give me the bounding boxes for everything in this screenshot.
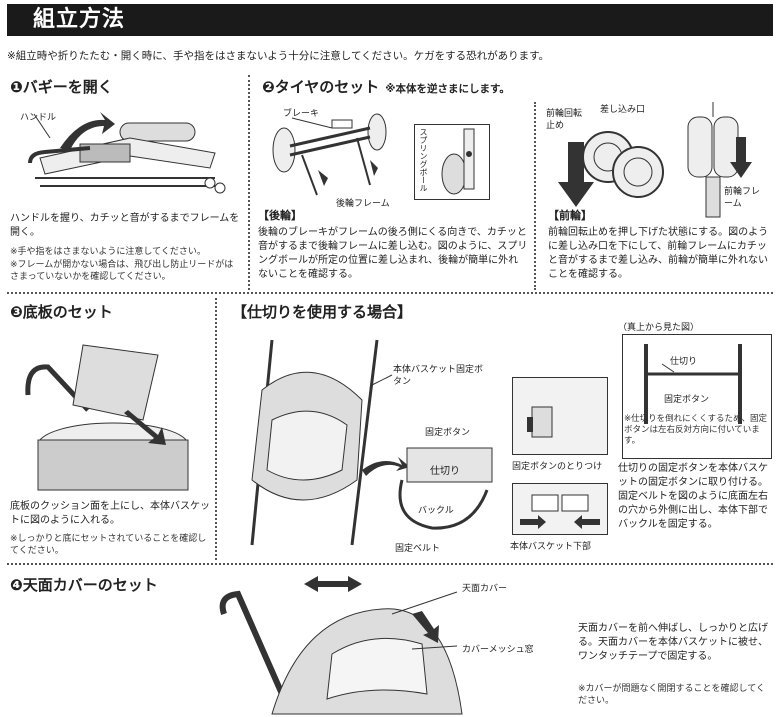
rear-wheel-title: 【後輪】 bbox=[258, 209, 302, 222]
section-1-note-1: ※手や指をはさまないように注意してください。 bbox=[10, 247, 206, 257]
rear-frame-label: 後輪フレーム bbox=[336, 199, 390, 209]
title-bar: 組立方法 bbox=[7, 4, 773, 36]
divider-section-heading: 【仕切りを使用する場合】 bbox=[232, 303, 413, 321]
front-lock-label: 前輪回転止め bbox=[546, 109, 583, 131]
top-view-note: ※仕切りを倒れにくくするため、固定ボタンは左右反対方向に付いています。 bbox=[624, 414, 767, 446]
section-4-text: 天面カバーを前へ伸ばし、しっかりと広げる。天面カバーを本体バスケットに被せ、ワン… bbox=[578, 623, 768, 662]
section-3-note: ※しっかりと底にセットされていることを確認してください。 bbox=[10, 534, 207, 556]
basket-divider-illustration bbox=[250, 339, 493, 546]
divider-horizontal bbox=[7, 292, 773, 294]
rear-wheel-illustration bbox=[272, 113, 387, 196]
section-1-heading: ❶バギーを開く bbox=[10, 78, 113, 96]
front-wheel-text: 前輪回転止めを押し下げた状態にする。図のように差し込み口を下にして、前輪フレーム… bbox=[548, 227, 769, 280]
safety-warning: ※組立時や折りたたむ・開く時に、手や指をはさまないよう十分に注意してください。ケ… bbox=[7, 50, 550, 62]
insert-port-label: 差し込み口 bbox=[600, 105, 646, 115]
button-attach-label: 固定ボタンのとりつけ bbox=[512, 462, 603, 472]
top-view-label: （真上から見た図） bbox=[618, 323, 700, 333]
canopy-illustration bbox=[219, 576, 463, 715]
section-1-text: ハンドルを握り、カチッと音がするまでフレームを開く。 bbox=[10, 213, 240, 238]
section-2-heading-note: ※本体を逆さまにします。 bbox=[385, 83, 510, 95]
basket-bottom-label: 本体バスケット下部 bbox=[510, 542, 592, 552]
top-view-button-label: 固定ボタン bbox=[664, 395, 710, 405]
divider-vertical bbox=[534, 102, 536, 290]
mesh-window-label: カバーメッシュ窓 bbox=[462, 645, 534, 655]
handle-label: ハンドル bbox=[20, 113, 57, 123]
buckle-label: バックル bbox=[418, 506, 454, 516]
belt-label: 固定ベルト bbox=[395, 544, 441, 554]
rear-wheel-text: 後輪のブレーキがフレームの後ろ側にくる向きで、カチッと音がするまで後輪フレームに… bbox=[258, 227, 528, 280]
section-1-note-2: ※フレームが開かない場合は、飛び出し防止リードがはさまっていないかを確認してくだ… bbox=[10, 260, 234, 282]
divider-label: 仕切り bbox=[430, 466, 460, 477]
divider-vertical bbox=[248, 75, 250, 290]
button-attach-detail bbox=[512, 377, 608, 455]
top-view-divider-label: 仕切り bbox=[670, 357, 698, 367]
section-2-heading: ❷タイヤのセット ※本体を逆さまにします。 bbox=[262, 76, 510, 97]
section-4-heading: ❹天面カバーのセット bbox=[10, 576, 158, 594]
buckle-detail bbox=[512, 483, 608, 535]
divider-vertical bbox=[215, 298, 217, 560]
spring-ball-label: スプリングボール bbox=[419, 128, 428, 192]
front-wheel-illustration bbox=[558, 102, 752, 218]
page-title: 組立方法 bbox=[33, 7, 126, 32]
stroller-open-illustration bbox=[28, 112, 226, 194]
front-frame-label: 前輪フレーム bbox=[724, 187, 761, 209]
top-view-diagram bbox=[622, 334, 772, 459]
fix-button-label: 固定ボタン bbox=[425, 428, 471, 438]
divider-text: 仕切りの固定ボタンを本体バスケットの固定ボタンに取り付ける。固定ベルトを図のよう… bbox=[618, 463, 768, 530]
section-4-note: ※カバーが問題なく開閉することを確認してください。 bbox=[578, 684, 766, 706]
divider-horizontal bbox=[7, 563, 773, 565]
section-3-text: 底板のクッション面を上にし、本体バスケットに図のように入れる。 bbox=[10, 501, 210, 526]
floor-board-illustration bbox=[25, 344, 189, 491]
spring-ball-detail bbox=[414, 124, 490, 200]
section-3-heading: ❸底板のセット bbox=[10, 303, 113, 321]
brake-label: ブレーキ bbox=[283, 109, 320, 119]
section-2-title: ❷タイヤのセット bbox=[262, 78, 380, 96]
canopy-label: 天面カバー bbox=[462, 584, 508, 594]
basket-button-label: 本体バスケット固定ボタン bbox=[393, 365, 484, 387]
front-wheel-title: 【前輪】 bbox=[548, 209, 592, 222]
